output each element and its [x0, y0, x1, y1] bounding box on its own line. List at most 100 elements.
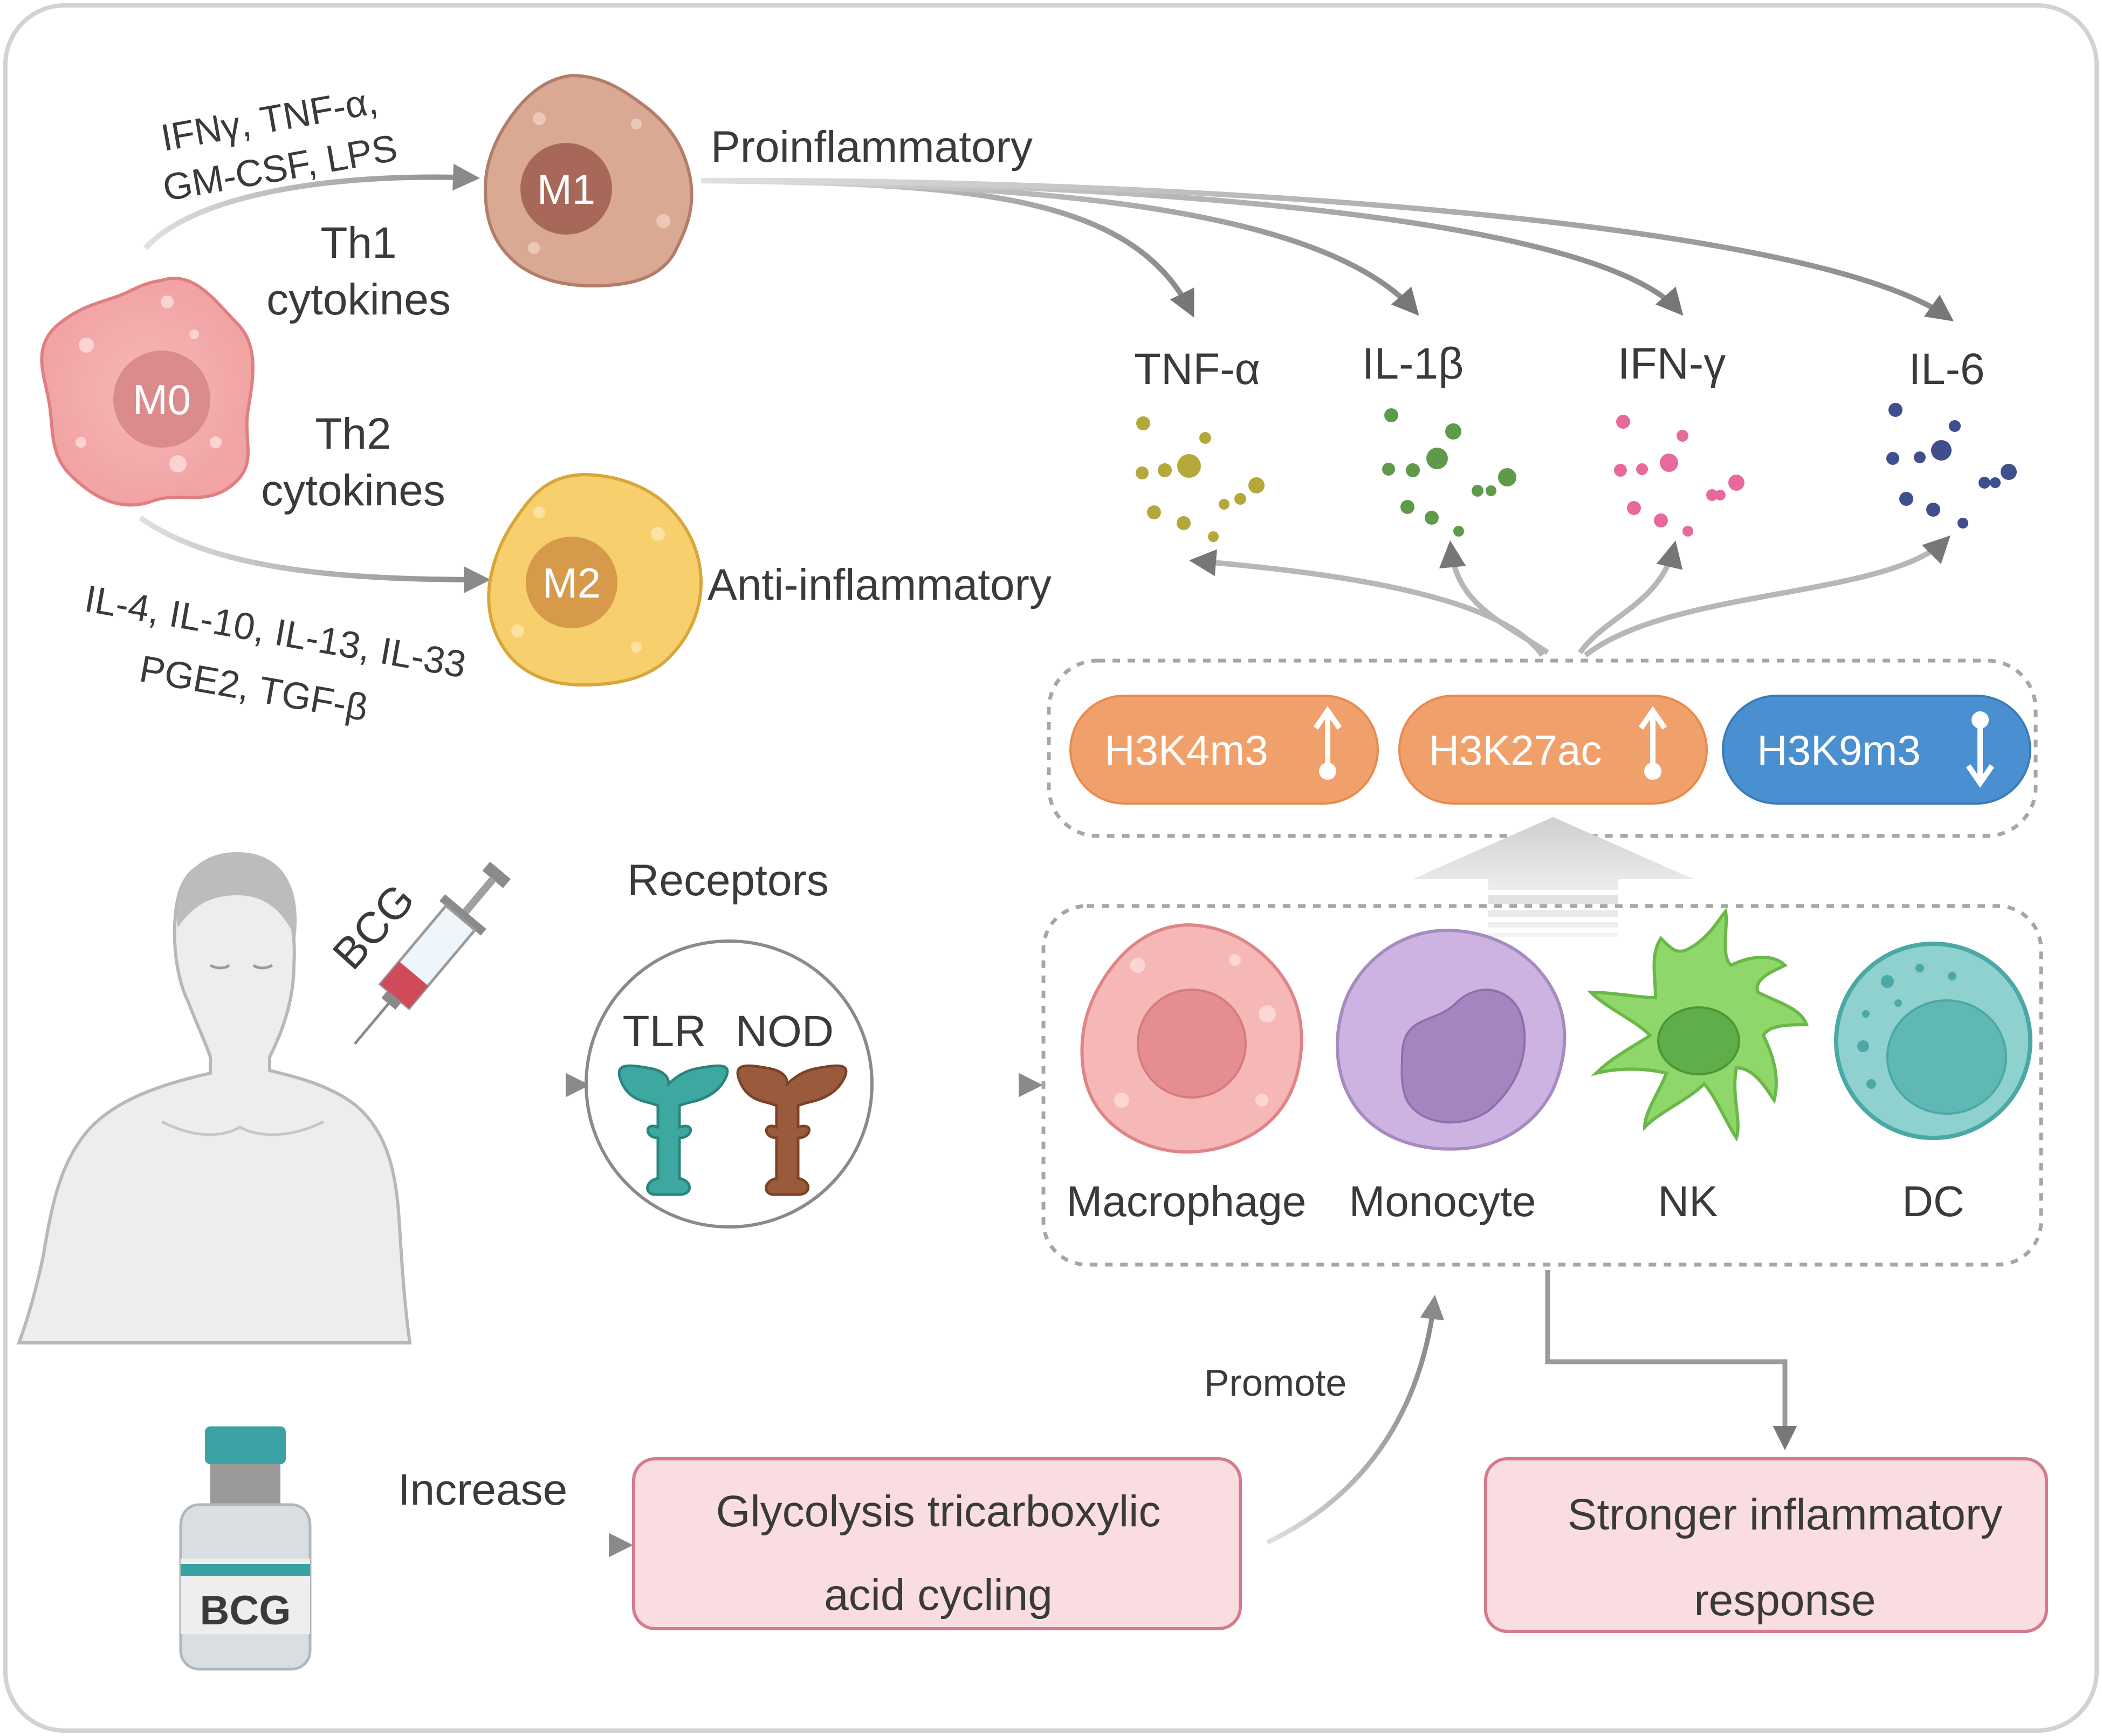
th2-label-line1: Th2: [315, 409, 391, 458]
il-6-dots: [1886, 403, 2017, 529]
arrow-up-to-il-6: [1583, 535, 1951, 657]
macrophage-granule: [1229, 954, 1241, 966]
m1-nucleus: [520, 143, 612, 235]
dc-granules: [1857, 964, 1956, 1089]
nk-cell: [1586, 908, 1809, 1142]
m2-granule: [651, 527, 665, 541]
m2-state-label: Anti-inflammatory: [707, 560, 1052, 609]
m1-cytokine-arrows: [700, 177, 1954, 321]
vial-neck: [210, 1464, 280, 1505]
response-line1: Stronger inflammatory: [1568, 1490, 2003, 1539]
syringe-icon: [353, 861, 511, 1045]
tnf-alpha-dots: [1136, 416, 1265, 542]
m0-cell: M0: [40, 277, 255, 507]
macrophage-granule: [1130, 958, 1145, 973]
m2-nucleus: [526, 537, 617, 628]
m2-cell: M2: [487, 472, 703, 687]
m1-label: M1: [537, 166, 595, 213]
macrophage-cell: [1080, 923, 1303, 1154]
m1-cell: M1: [483, 73, 693, 288]
big-up-arrow-bar: [1488, 895, 1618, 904]
arrow-up-to-ifn-gamma: [1577, 540, 1683, 654]
cell-label-dc: DC: [1902, 1177, 1964, 1225]
syringe-needle: [353, 1003, 390, 1045]
syringe-plunger-cap: [482, 861, 511, 888]
m0-granule: [75, 437, 86, 448]
m2-granule: [533, 506, 545, 518]
th1-label-line1: Th1: [320, 218, 396, 267]
m2-granule: [631, 642, 642, 653]
cells-to-response-arrow: [1545, 1270, 1797, 1450]
pill-h3k9m3-body: [1722, 695, 2031, 805]
macrophage-granule: [1114, 1093, 1129, 1108]
receptors-title: Receptors: [627, 856, 829, 905]
th1-label-line2: cytokines: [266, 275, 451, 324]
m0-granule: [79, 338, 94, 353]
cytokine-il-1beta-label: IL-1β: [1362, 339, 1464, 388]
arrow-up-to-il-1beta: [1439, 540, 1549, 655]
big-up-arrow-head: [1413, 817, 1693, 890]
response-line2: response: [1694, 1576, 1876, 1625]
pill-h3k4m3-body: [1069, 695, 1379, 805]
monocyte-nucleus: [1400, 989, 1526, 1124]
big-up-arrow-bar: [1488, 933, 1618, 937]
bcg-vial-icon: BCG: [179, 1426, 312, 1671]
cytokine-il-6-label: IL-6: [1908, 345, 1984, 394]
vial-cap: [205, 1426, 286, 1464]
m0-granule: [210, 436, 222, 448]
big-up-arrow-bar: [1488, 910, 1618, 917]
cytokine-tnf-alpha-label: TNF-α: [1134, 345, 1260, 394]
cell-label-macrophage: Macrophage: [1067, 1177, 1307, 1225]
down-arrow-icon: [1966, 711, 1995, 788]
nod-receptor-shape: [736, 1064, 848, 1196]
response-box: [1484, 1457, 2048, 1633]
il-1beta-dots: [1382, 408, 1516, 537]
m1-state-label: Proinflammatory: [711, 122, 1033, 171]
m2-label: M2: [542, 559, 601, 607]
th2-label-line2: cytokines: [261, 466, 445, 515]
m1-granule: [631, 119, 642, 129]
glycolysis-box: [632, 1457, 1242, 1630]
outer-frame: [3, 3, 2099, 1733]
histone-cytokine-arrows: [1189, 535, 1951, 657]
big-up-arrow: [1413, 817, 1693, 937]
ifn-gamma-dots: [1614, 415, 1744, 537]
human-chest-line: [161, 1120, 325, 1136]
promote-arrow: [1266, 1295, 1445, 1545]
human-eyes: [209, 964, 273, 970]
glycolysis-line1: Glycolysis tricarboxylic: [716, 1487, 1161, 1536]
nk-nucleus: [1657, 1006, 1740, 1075]
macrophage-nucleus: [1137, 989, 1247, 1099]
histone-pill-h3k9m3: H3K9m3: [1722, 695, 2031, 805]
syringe-hub: [381, 990, 402, 1010]
dc-nucleus: [1886, 999, 2007, 1115]
promote-label: Promote: [1204, 1362, 1347, 1404]
immune-cells-container: [1041, 904, 2043, 1267]
m0-to-m1-arrow: [143, 163, 480, 250]
syringe-fluid: [380, 961, 428, 1008]
cytokine-ifn-gamma-label: IFN-γ: [1618, 339, 1726, 388]
receptor-tlr-label: TLR: [623, 1007, 706, 1056]
human-hair: [177, 852, 297, 938]
m0-granule: [169, 455, 187, 472]
tlr-receptor-icon: [617, 1064, 729, 1196]
polarization-arrows: [139, 163, 491, 593]
m2-granule: [511, 625, 524, 637]
syringe-flange: [439, 894, 486, 936]
tlr-receptor-shape: [617, 1064, 729, 1196]
m1-granule: [533, 112, 546, 125]
pill-h3k9m3-label: H3K9m3: [1757, 726, 1920, 774]
glycolysis-line2: acid cycling: [824, 1570, 1053, 1620]
pill-h3k27ac-body: [1398, 695, 1708, 805]
pill-h3k27ac-label: H3K27ac: [1429, 726, 1602, 774]
histone-pill-h3k4m3: H3K4m3: [1069, 695, 1379, 805]
m1-granule: [656, 214, 670, 228]
m0-nucleus: [113, 351, 210, 448]
cell-label-nk: NK: [1658, 1177, 1718, 1225]
m0-granule: [161, 296, 174, 308]
macrophage-granule: [1259, 1005, 1276, 1023]
nod-receptor-icon: [736, 1064, 848, 1196]
m1-granule: [528, 242, 540, 254]
big-up-arrow-bar: [1488, 922, 1618, 928]
human-figure-icon: [16, 852, 412, 1344]
